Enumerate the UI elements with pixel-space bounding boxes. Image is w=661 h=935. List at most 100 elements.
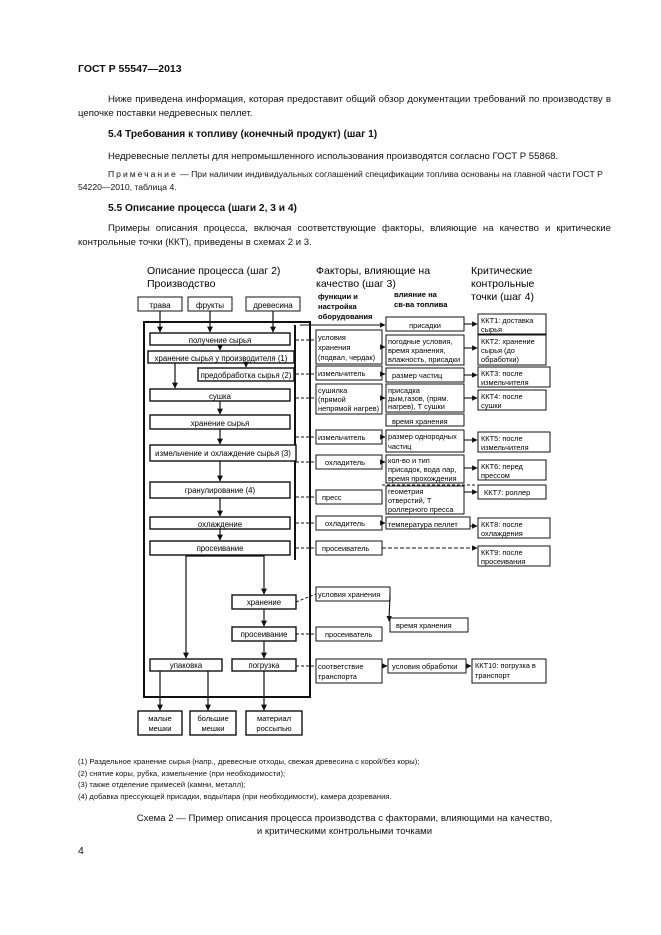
infl-1-b: время хранения, bbox=[388, 346, 446, 355]
infl-10: условия обработки bbox=[392, 662, 457, 671]
proc-box-pack bbox=[149, 658, 223, 672]
kkt-2-b: сырья (до bbox=[481, 346, 515, 355]
infl-9: время хранения bbox=[396, 621, 452, 630]
kkt-9-b: просеивания bbox=[481, 557, 525, 566]
infl-3-a: присадка bbox=[388, 386, 421, 395]
section-5-4-text: Недревесные пеллеты для непромышленного … bbox=[108, 151, 559, 162]
section-5-5-text: Примеры описания процесса, включая соотв… bbox=[78, 223, 611, 248]
output-box-bulk bbox=[245, 710, 303, 736]
infl-6-b: присадок, вода пар, bbox=[388, 465, 456, 474]
proc-store-producer: хранение сырья у производителя (1) bbox=[155, 354, 288, 363]
col3-line2: контрольные bbox=[471, 278, 535, 290]
kkt-8-b: охлаждения bbox=[481, 529, 523, 538]
proc-sieve: просеивание bbox=[197, 544, 244, 553]
func-box-3 bbox=[315, 383, 383, 415]
kkt-5-a: ККТ5: после bbox=[481, 434, 523, 443]
kkt-8-a: ККТ8: после bbox=[481, 520, 523, 529]
infl-3-b: дым,газов, (прям. bbox=[388, 394, 448, 403]
func-11-a: соответствие bbox=[318, 662, 363, 671]
col1-subtitle: Производство bbox=[147, 278, 216, 290]
infl-6-a: кол-во и тип bbox=[388, 456, 430, 465]
func-3-a: сушилка bbox=[318, 386, 348, 395]
kkt-box-7 bbox=[477, 484, 547, 500]
proc-load: погрузка bbox=[248, 661, 280, 670]
output-bulk-1: материал bbox=[257, 714, 291, 723]
func-10: просеиватель bbox=[325, 630, 372, 639]
input-wood: древесина bbox=[253, 301, 293, 310]
func-2: измельчитель bbox=[318, 369, 366, 378]
sub-func-2: настройка bbox=[318, 302, 357, 311]
kkt-box-1 bbox=[477, 313, 547, 335]
note-text: — При наличии индивидуальных соглашений … bbox=[78, 169, 603, 192]
proc-box-sieve bbox=[149, 540, 291, 556]
proc-store: хранение сырья bbox=[191, 419, 250, 428]
kkt-1-b: сырья bbox=[481, 325, 502, 334]
kkt-box-4 bbox=[477, 389, 547, 411]
infl-box-1 bbox=[385, 334, 465, 366]
infl-box-7 bbox=[385, 485, 465, 515]
func-7: охладитель bbox=[325, 519, 365, 528]
proc-pack: упаковка bbox=[170, 661, 203, 670]
kkt-box-5 bbox=[477, 431, 551, 453]
output-box-big bbox=[189, 710, 237, 736]
input-grass: трава bbox=[149, 301, 171, 310]
footnote-2: (2) снятие коры, рубка, измельчение (при… bbox=[78, 768, 286, 778]
infl-7-c: роллерного пресса bbox=[388, 505, 454, 514]
infl-box-3 bbox=[385, 383, 465, 413]
func-3-b: (прямой bbox=[318, 395, 346, 404]
col3-line1: Критические bbox=[471, 265, 533, 277]
proc-box-store-producer bbox=[147, 350, 295, 364]
infl-box-4 bbox=[385, 413, 465, 427]
sub-infl-2: св-ва топлива bbox=[394, 300, 448, 309]
kkt-2-c: обработки) bbox=[481, 355, 519, 364]
func-box-6 bbox=[315, 489, 383, 505]
col2-subtitle: качество (шаг 3) bbox=[316, 278, 396, 290]
kkt-10-b: транспорт bbox=[475, 671, 510, 680]
infl-7-b: отверстий, Т bbox=[388, 496, 432, 505]
infl-6-c: время прохождения bbox=[388, 474, 457, 483]
footnote-1: (1) Раздельное хранение сырья (напр., др… bbox=[78, 757, 420, 766]
document-header: ГОСТ Р 55547—2013 bbox=[78, 63, 182, 75]
func-1-a: условия bbox=[318, 333, 346, 342]
proc-pellet: гранулирование (4) bbox=[185, 486, 256, 495]
split-connector bbox=[185, 555, 265, 565]
func-1-c: (подвал, чердак) bbox=[318, 353, 375, 362]
section-5-4-title: 5.4 Требования к топливу (конечный проду… bbox=[108, 129, 378, 140]
proc-box-pretreat bbox=[197, 367, 295, 382]
infl-8: температура пеллет bbox=[388, 520, 458, 529]
proc-receive: получение сырья bbox=[189, 336, 252, 345]
proc-box-grind bbox=[149, 444, 297, 462]
kkt-box-3 bbox=[477, 366, 551, 388]
kkt-3-b: измельчителя bbox=[481, 378, 529, 387]
func-box-11 bbox=[315, 658, 383, 684]
sub-infl-1: влияние на bbox=[394, 290, 438, 299]
page-number: 4 bbox=[78, 845, 84, 857]
kkt-6-a: ККТ6: перед bbox=[481, 462, 524, 471]
footnote-4: (4) добавка прессующей присадки, воды/па… bbox=[78, 791, 392, 801]
infl-0: присадки bbox=[409, 321, 441, 330]
infl-7-a: геометрия bbox=[388, 487, 423, 496]
kkt-7: ККТ7: роллер bbox=[484, 488, 530, 497]
infl-4: время хранения bbox=[392, 417, 448, 426]
kkt-box-8 bbox=[477, 517, 551, 539]
note-label: Примечание bbox=[108, 169, 178, 179]
func-3-c: непрямой нагрев) bbox=[318, 404, 379, 413]
func-6: пресс bbox=[322, 493, 342, 502]
func-8: просеиватель bbox=[322, 544, 369, 553]
kkt-4-a: ККТ4: после bbox=[481, 392, 523, 401]
infl-5-b: частиц bbox=[388, 442, 412, 451]
func-5: охладитель bbox=[325, 458, 365, 467]
kkt-1-a: ККТ1: доставка bbox=[481, 316, 534, 325]
proc-grind: измельчение и охлаждение сырья (3) bbox=[155, 449, 291, 458]
caption-line-2: и критическими контрольными точками bbox=[256, 826, 433, 837]
section-5-4-note: Примечание — При наличии индивидуальных … bbox=[78, 168, 611, 193]
output-big-1: большие bbox=[197, 714, 228, 723]
infl-box-5 bbox=[385, 429, 465, 453]
kkt-3-a: ККТ3: после bbox=[481, 369, 523, 378]
infl-1-c: влажность, присадки bbox=[388, 355, 460, 364]
infl-box-6 bbox=[385, 454, 465, 484]
sub-func-3: оборудования bbox=[318, 312, 372, 321]
func-4: измельчитель bbox=[318, 433, 366, 442]
kkt-6-b: прессом bbox=[481, 471, 510, 480]
output-small-1: малые bbox=[148, 714, 172, 723]
